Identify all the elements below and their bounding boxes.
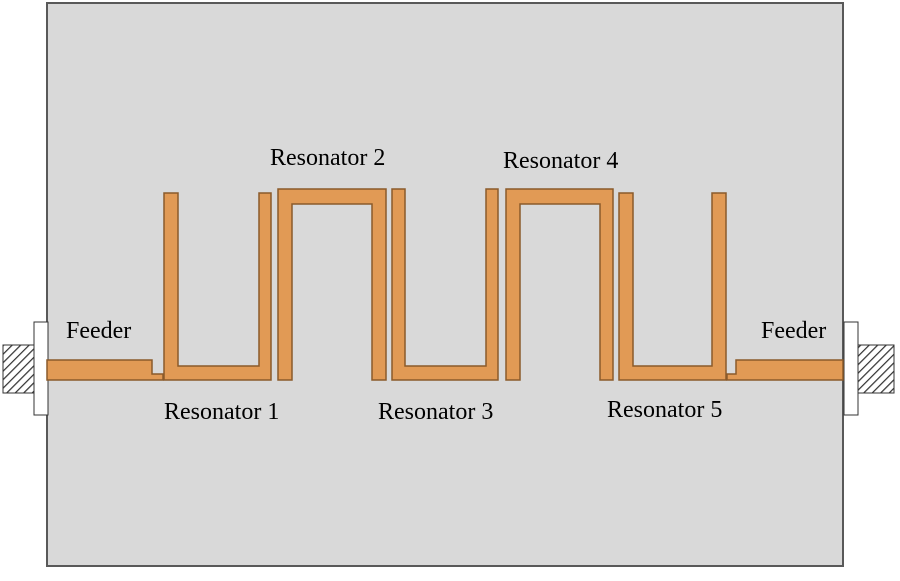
label-resonator-3: Resonator 3 [378,399,493,425]
resonator-2 [277,188,387,381]
label-resonator-2: Resonator 2 [270,145,385,171]
left-sma-connector [2,321,49,416]
resonator-5 [618,192,727,381]
label-resonator-4: Resonator 4 [503,148,618,174]
right-feeder-line [726,359,844,381]
resonator-1 [163,192,272,381]
left-feeder-line [46,359,164,381]
right-sma-connector [843,321,895,416]
resonator-4 [505,188,614,381]
substrate-board [46,2,844,567]
resonator-3 [391,188,499,381]
label-feeder-left: Feeder [66,318,131,344]
label-resonator-5: Resonator 5 [607,397,722,423]
label-resonator-1: Resonator 1 [164,399,279,425]
label-feeder-right: Feeder [761,318,826,344]
